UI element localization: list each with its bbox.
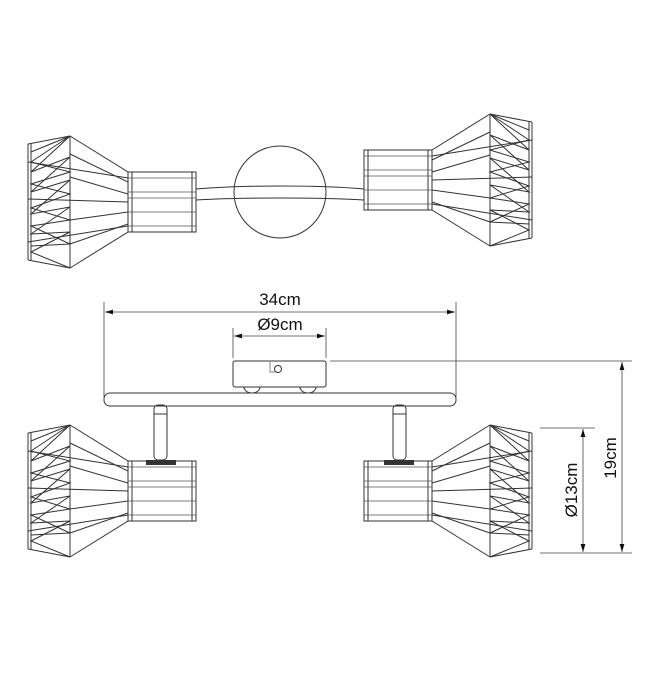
bar [103,392,457,407]
shade-right-front [363,424,533,558]
front-view [27,360,533,558]
shade-diameter-label: Ø13cm [562,463,581,518]
stem-right [392,404,407,461]
dimension-lines [103,302,632,554]
shade-right-top [363,113,533,247]
top-view [27,113,533,269]
width-label: 34cm [259,290,301,309]
canopy [232,360,327,388]
canopy-diameter-label: Ø9cm [257,315,302,334]
shade-left-top [27,135,197,269]
arm-top [195,185,365,190]
stem-left [153,404,168,461]
height-label: 19cm [601,437,620,479]
shade-left-front [27,424,197,558]
canopy-top [233,145,327,239]
